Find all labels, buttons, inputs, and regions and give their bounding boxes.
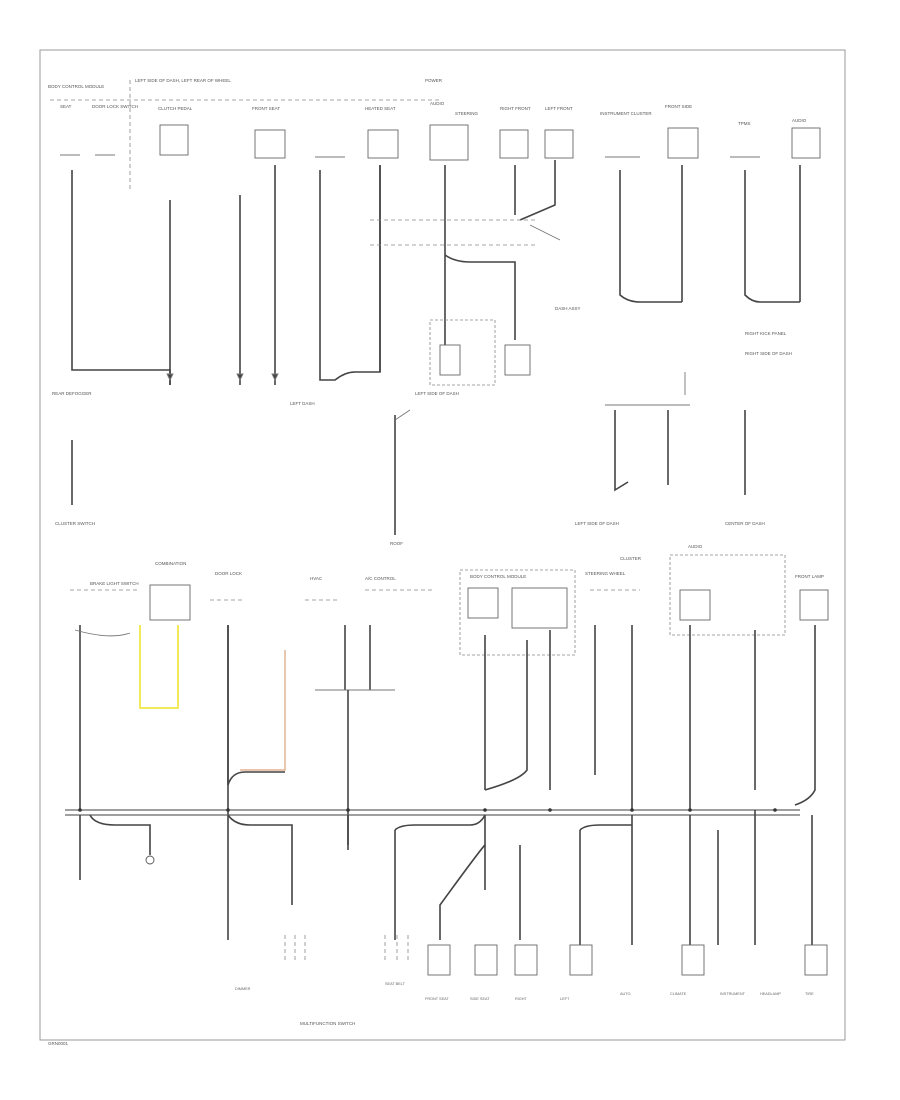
- top-label: FRONT SIDE: [665, 104, 692, 109]
- component-box: [439, 344, 461, 376]
- bottom-section: [65, 554, 829, 976]
- highlighted-wire-yellow: [139, 625, 179, 709]
- component-box: [467, 587, 499, 619]
- component-box: [791, 127, 821, 159]
- top-label: TPMS: [738, 121, 751, 126]
- top-label: DOOR LOCK SWITCH: [92, 104, 138, 109]
- mid-label: ROOF: [390, 541, 403, 546]
- bottom-label: LEFT: [560, 997, 570, 1001]
- top-label: CLUTCH PEDAL: [158, 106, 193, 111]
- component-box: [429, 124, 469, 161]
- component-box: [504, 344, 531, 376]
- bottom-label: HVAC: [310, 576, 323, 581]
- top-label: HEATED SEAT: [365, 106, 396, 111]
- bottom-label: A/C CONTROL: [365, 576, 396, 581]
- component-box: [367, 129, 399, 159]
- bottom-label: STEERING WHEEL: [585, 571, 626, 576]
- bottom-label: AUTO: [620, 992, 631, 996]
- bottom-label: CLUSTER: [620, 556, 642, 561]
- mid-label: RIGHT KICK PANEL: [745, 331, 787, 336]
- mid-label: LEFT SIDE OF DASH: [415, 391, 459, 396]
- highlighted-wire-orange: [240, 650, 286, 771]
- bottom-label: BODY CONTROL MODULE: [470, 574, 526, 579]
- bottom-label: HEADLAMP: [760, 992, 781, 996]
- mid-label: REAR DEFOGGER: [52, 391, 92, 396]
- component-box: [669, 554, 786, 636]
- component-box: [459, 569, 576, 656]
- component-box: [799, 589, 829, 621]
- mid-label: LEFT SIDE OF DASH: [575, 521, 619, 526]
- component-box: [514, 944, 538, 976]
- top-label: AUDIO: [792, 118, 807, 123]
- top-label: INSTRUMENT CLUSTER: [600, 111, 652, 116]
- top-label: AUDIO: [430, 101, 445, 106]
- bottom-label: FRONT SEAT: [425, 997, 449, 1001]
- mid-label: LEFT DASH: [290, 401, 315, 406]
- top-label: STEERING: [455, 111, 479, 116]
- bus-label: MULTIFUNCTION SWITCH: [300, 1021, 355, 1026]
- bottom-label: SIDE SEAT: [470, 997, 490, 1001]
- bottom-label: CLIMATE: [670, 992, 687, 996]
- top-label: POWER: [425, 78, 443, 83]
- component-box: [679, 589, 711, 621]
- top-label: RIGHT FRONT: [500, 106, 531, 111]
- bottom-label: AUDIO: [688, 544, 703, 549]
- top-label: FRONT SEAT: [252, 106, 280, 111]
- component-box: [149, 584, 191, 621]
- bottom-label: SEAT BELT: [385, 982, 406, 986]
- diagram-frame: [39, 49, 846, 1041]
- mid-label: CENTER OF DASH: [725, 521, 765, 526]
- component-box: [804, 944, 828, 976]
- component-box: [159, 124, 189, 156]
- mid-label: DASH ASSY: [555, 306, 581, 311]
- top-label: BODY CONTROL MODULE: [48, 84, 104, 89]
- top-label: SEAT: [60, 104, 72, 109]
- component-box: [544, 129, 574, 159]
- mid-label: RIGHT SIDE OF DASH: [745, 351, 792, 356]
- top-label: LEFT SIDE OF DASH, LEFT REAR OF WHEEL: [135, 78, 231, 83]
- component-box: [667, 127, 699, 159]
- component-box: [499, 129, 529, 159]
- top-section: [50, 80, 821, 535]
- component-box: [681, 944, 705, 976]
- bottom-label: BRAKE LIGHT SWITCH: [90, 581, 139, 586]
- labels: BODY CONTROL MODULE LEFT SIDE OF DASH, L…: [48, 78, 824, 1046]
- component-box: [427, 944, 451, 976]
- bottom-label: COMBINATION: [155, 561, 186, 566]
- bottom-label: RIGHT: [515, 997, 527, 1001]
- bottom-label: TIRE: [805, 992, 814, 996]
- component-box: [569, 944, 593, 976]
- component-box: [511, 587, 568, 629]
- bottom-label: INSTRUMENT: [720, 992, 746, 996]
- bottom-label: DOOR LOCK: [215, 571, 242, 576]
- footer-code: GRN0001: [48, 1041, 69, 1046]
- component-box: [474, 944, 498, 976]
- top-label: LEFT FRONT: [545, 106, 573, 111]
- bottom-label: FRONT LAMP: [795, 574, 824, 579]
- mid-label: CLUSTER SWITCH: [55, 521, 95, 526]
- bottom-label: DIMMER: [235, 987, 251, 991]
- component-box: [429, 319, 496, 386]
- component-box: [254, 129, 286, 159]
